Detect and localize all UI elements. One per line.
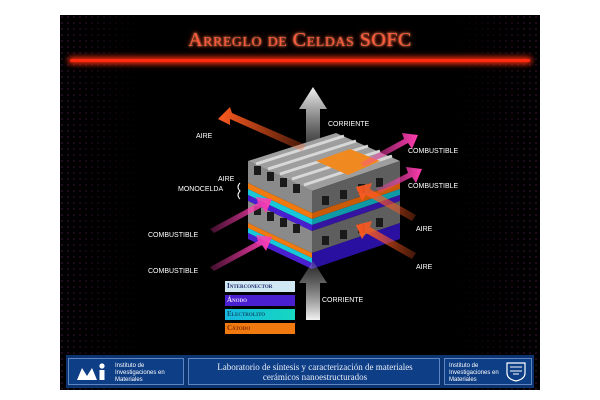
fuel-arrows (210, 133, 422, 271)
air-arrow-top-left (218, 107, 306, 151)
footer-center-box: Laboratorio de síntesis y caracterizació… (188, 358, 440, 385)
fuel-arrow-mid-right (376, 167, 422, 193)
label-aire-right-2: AIRE (416, 264, 433, 271)
legend-catodo: Cátodo (225, 323, 295, 334)
cathode-layer-2 (248, 223, 312, 258)
fuel-arrow-left-2 (210, 235, 272, 271)
monocelda-brace (237, 182, 241, 200)
unam-shield-icon (506, 362, 526, 382)
label-combustible-right-2: COMBUSTIBLE (408, 183, 459, 190)
fuel-arrow-top-right (360, 133, 418, 167)
fuel-arrow-left-1 (210, 197, 272, 233)
air-arrow-right-2 (356, 221, 416, 259)
sofc-stack-diagram: AIRE CORRIENTE COMBUSTIBLE AIRE MONOCELD… (148, 87, 459, 320)
label-monocelda: MONOCELDA (178, 186, 223, 193)
cathode-layer (248, 183, 312, 219)
label-combustible-left-2: COMBUSTIBLE (148, 268, 199, 275)
title-divider (70, 59, 530, 62)
anode-layer-side (312, 195, 400, 231)
cathode-tile (316, 149, 380, 175)
air-arrows (218, 107, 416, 259)
label-corriente-bottom: CORRIENTE (322, 297, 364, 304)
institute-name-left: Instituto de Investigaciones en Material… (115, 363, 165, 383)
institute-name-right: Instituto de Investigaciones en Material… (449, 363, 499, 383)
footer-right-box: Instituto de Investigaciones en Material… (444, 358, 532, 385)
current-arrow-up (299, 87, 327, 150)
slide-title: Arreglo de Celdas SOFC (188, 29, 412, 51)
cathode-layer-side (312, 183, 400, 219)
slide: Arreglo de Celdas SOFC (60, 15, 540, 390)
slide-footer: Instituto de Investigaciones en Material… (66, 355, 534, 388)
iim-logo-icon (77, 363, 105, 380)
label-combustible-left-1: COMBUSTIBLE (148, 232, 199, 239)
label-aire-top: AIRE (196, 133, 213, 140)
label-aire-right-1: AIRE (416, 226, 433, 233)
lab-name-line-1: Laboratorio de síntesis y caracterizació… (217, 362, 413, 372)
label-corriente-top: CORRIENTE (328, 121, 370, 128)
current-arrow-bottom (299, 261, 327, 320)
lab-name: Laboratorio de síntesis y caracterizació… (189, 362, 441, 382)
legend-interconector: Interconector (225, 281, 295, 292)
legend-electrolito: Electrolito (225, 309, 295, 320)
lab-name-line-2: cerámicos nanoestructurados (262, 372, 368, 382)
label-aire-left: AIRE (218, 176, 235, 183)
footer-left-box: Instituto de Investigaciones en Material… (68, 358, 184, 385)
air-arrow-right-1 (356, 183, 416, 221)
interconnector-bottom-side (312, 201, 400, 253)
label-combustible-right-1: COMBUSTIBLE (408, 148, 459, 155)
legend-anodo: Ánodo (225, 295, 295, 306)
